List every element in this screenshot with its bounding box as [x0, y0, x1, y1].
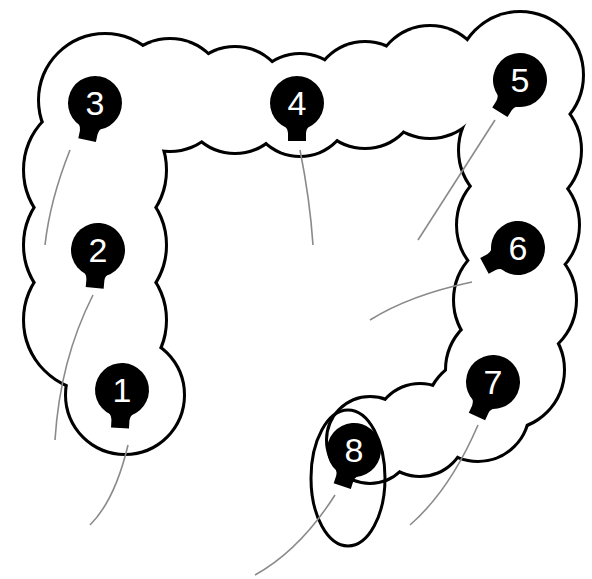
marker-bulb [63, 71, 127, 135]
sensor-marker: 4 [269, 75, 325, 131]
callout-number: 3 [67, 75, 123, 131]
wire [370, 282, 472, 320]
callout-number: 2 [70, 222, 126, 278]
sensor-marker: 8 [326, 422, 382, 478]
wire [255, 495, 335, 575]
callout-number: 4 [269, 75, 325, 131]
callout-number: 7 [465, 354, 521, 410]
marker-bulb [69, 221, 128, 280]
marker-bulb [483, 43, 557, 117]
wire [300, 150, 313, 245]
marker-bulb [481, 211, 554, 284]
callout-number: 1 [94, 362, 150, 418]
marker-bulb [320, 416, 388, 484]
sensor-marker: 6 [490, 220, 546, 276]
sensor-marker: 3 [67, 75, 123, 131]
sensor-marker: 5 [492, 52, 548, 108]
wire [90, 445, 128, 525]
colon-fill [25, 13, 582, 482]
callout-number: 8 [326, 422, 382, 478]
sensor-wires [45, 120, 495, 575]
wire [410, 425, 478, 525]
colon-outline [25, 13, 582, 482]
wire [418, 120, 495, 240]
marker-bulb [457, 346, 529, 418]
callout-number: 6 [490, 220, 546, 276]
sensor-marker: 7 [465, 354, 521, 410]
marker-bulb [270, 76, 324, 130]
callout-number: 5 [492, 52, 548, 108]
wire [45, 150, 70, 245]
marker-bulb [94, 362, 151, 419]
sensor-marker: 1 [94, 362, 150, 418]
wire [55, 295, 93, 440]
sensor-marker: 2 [70, 222, 126, 278]
